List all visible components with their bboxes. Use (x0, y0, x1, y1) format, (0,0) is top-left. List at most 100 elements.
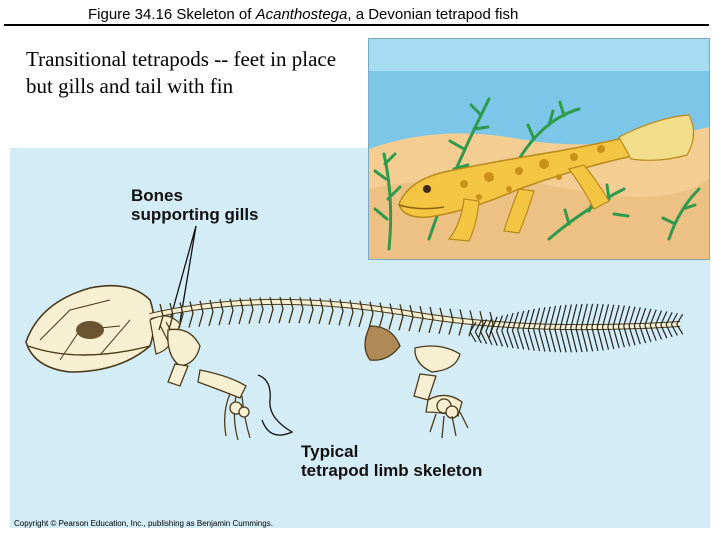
front-limb-skeleton (167, 328, 251, 441)
rib (218, 299, 224, 326)
rib (408, 305, 414, 332)
fin-ray (665, 312, 673, 325)
fin-ray (575, 327, 583, 353)
fin-ray (506, 312, 514, 331)
rib (388, 303, 394, 330)
rib (248, 297, 254, 324)
fin-ray (501, 314, 509, 332)
rib (318, 297, 324, 325)
title-suffix: , a Devonian tetrapod fish (347, 6, 519, 23)
title-underline (4, 24, 709, 26)
fin-ray (660, 324, 668, 339)
fin-ray (506, 330, 514, 349)
fin-ray (554, 305, 562, 329)
fin-ray (527, 329, 535, 351)
fin-ray (480, 319, 488, 332)
fin-ray (564, 304, 572, 329)
tail-fin-rays (469, 303, 684, 353)
fin-ray (548, 305, 557, 330)
fin-ray (623, 305, 631, 327)
rib (358, 300, 364, 328)
fin-ray (644, 308, 652, 326)
rib (348, 299, 354, 327)
skull-icon (25, 284, 155, 373)
fin-ray (533, 307, 541, 330)
fin-ray (670, 312, 678, 325)
rib (188, 301, 194, 328)
fin-ray (527, 308, 535, 330)
copyright-notice: Copyright © Pearson Education, Inc., pub… (14, 519, 273, 528)
fin-ray (676, 323, 684, 335)
fin-ray (617, 326, 625, 348)
rib (228, 298, 234, 325)
fin-ray (586, 303, 594, 328)
fin-ray (469, 321, 477, 333)
fin-ray (564, 328, 572, 353)
rib (378, 302, 384, 329)
fin-ray (633, 307, 641, 326)
rib (298, 297, 304, 324)
fin-ray (501, 330, 509, 348)
title-bar: Figure 34.16 Skeleton of Acanthostega, a… (0, 0, 720, 26)
fin-ray (601, 326, 610, 350)
fin-ray (570, 328, 578, 353)
fin-ray (586, 327, 594, 352)
fin-ray (511, 330, 519, 349)
title-genus: Acanthostega (255, 6, 348, 23)
rib (428, 306, 434, 334)
fin-ray (591, 303, 599, 328)
fin-ray (601, 304, 610, 328)
fin-ray (676, 313, 684, 325)
rib (168, 302, 174, 330)
fin-ray (649, 324, 657, 341)
acanthostega-illustration-inset (368, 38, 710, 260)
rib (288, 296, 294, 324)
fin-ray (591, 327, 599, 351)
fin-ray (517, 310, 525, 331)
fin-ray (639, 307, 647, 326)
rib (328, 298, 334, 325)
fin-ray (559, 328, 567, 353)
fin-ray (485, 317, 493, 332)
rib (208, 299, 214, 327)
fin-ray (607, 326, 615, 350)
fin-ray (612, 326, 620, 349)
fin-ray (517, 330, 525, 350)
gills-pointer-line (169, 225, 197, 321)
ribs (158, 296, 494, 339)
rib (258, 297, 264, 324)
fin-ray (548, 328, 557, 353)
rib (368, 301, 374, 328)
rib (338, 299, 344, 326)
fin-ray (670, 324, 678, 336)
fin-ray (485, 331, 493, 345)
rib (238, 297, 244, 325)
fin-ray (580, 303, 588, 328)
fin-ray (522, 329, 530, 351)
rib (478, 310, 484, 338)
limb-bracket-line (257, 374, 294, 436)
fin-ray (490, 316, 498, 332)
fin-ray (596, 303, 604, 328)
rib (448, 308, 454, 335)
fin-ray (495, 330, 504, 347)
fin-ray (559, 304, 567, 329)
label-limb-line2: tetrapod limb skeleton (301, 461, 483, 480)
fin-ray (628, 325, 636, 346)
slide-title: Figure 34.16 Skeleton of Acanthostega, a… (88, 6, 518, 23)
fin-ray (654, 324, 663, 340)
fin-ray (538, 307, 546, 330)
fin-ray (575, 303, 583, 329)
rib (458, 309, 464, 336)
fin-ray (612, 304, 620, 327)
fin-ray (538, 329, 546, 352)
fin-ray (554, 328, 562, 353)
hind-limb-skeleton (364, 325, 469, 439)
fin-ray (533, 329, 541, 352)
fin-ray (617, 305, 625, 327)
fin-ray (469, 331, 477, 343)
fin-ray (480, 331, 488, 345)
label-limb-line1: Typical (301, 442, 359, 461)
fin-ray (665, 324, 673, 338)
